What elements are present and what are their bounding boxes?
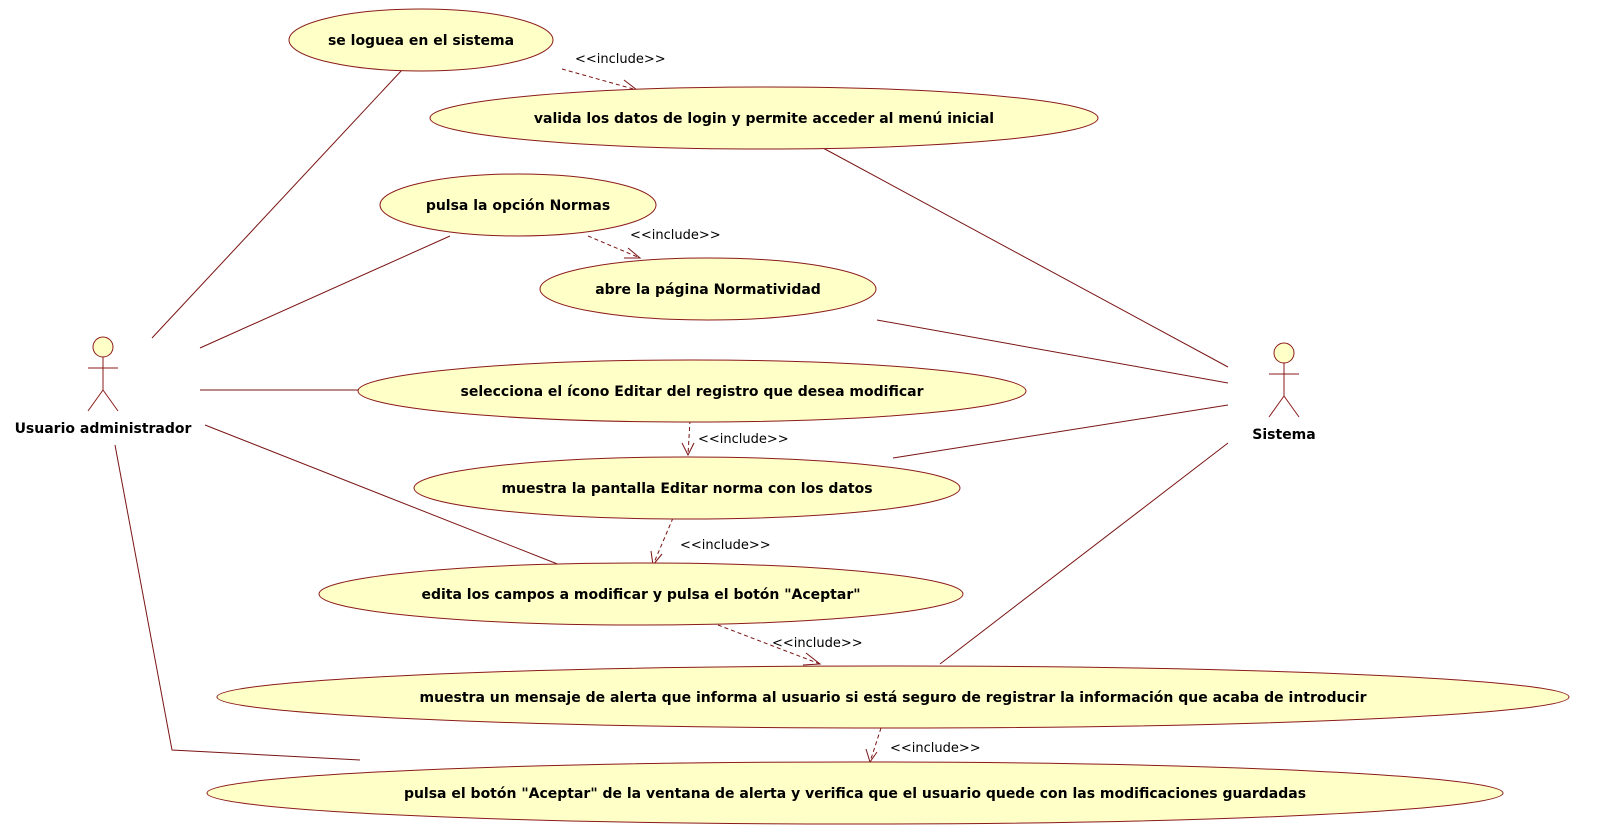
include-arrow-6 xyxy=(869,727,882,763)
assoc-system-uc2 xyxy=(822,147,1229,368)
include-arrowhead-1 xyxy=(621,79,639,91)
use-case-label: abre la página Normatividad xyxy=(595,282,821,298)
use-case-6[interactable]: muestra la pantalla Editar norma con los… xyxy=(413,456,961,520)
include-arrowhead-6 xyxy=(865,748,878,764)
actor-figure-icon xyxy=(87,336,119,412)
include-arrow-1 xyxy=(561,68,638,91)
assoc-system-uc8 xyxy=(939,442,1229,665)
assoc-system-uc4 xyxy=(876,319,1229,384)
use-case-label: pulsa el botón "Aceptar" de la ventana d… xyxy=(404,786,1306,802)
use-case-label: selecciona el ícono Editar del registro … xyxy=(461,384,924,400)
include-dependencies: <<include>> <<include>> <<include>> <<in… xyxy=(561,52,981,764)
assoc-admin-uc9 xyxy=(114,444,361,761)
include-arrowhead-5 xyxy=(802,652,822,666)
include-label-2: <<include>> xyxy=(630,228,721,243)
use-case-label: edita los campos a modificar y pulsa el … xyxy=(421,587,860,603)
include-arrow-2 xyxy=(587,235,641,259)
use-case-label: muestra un mensaje de alerta que informa… xyxy=(419,690,1366,706)
actor-label: Sistema xyxy=(1252,427,1315,443)
use-case-label: pulsa la opción Normas xyxy=(426,198,610,214)
include-label-5: <<include>> xyxy=(772,636,863,651)
use-case-label: muestra la pantalla Editar norma con los… xyxy=(501,481,872,497)
include-label-1: <<include>> xyxy=(575,52,666,67)
include-arrowhead-2 xyxy=(624,247,642,259)
actor-sistema[interactable]: Sistema xyxy=(1252,342,1316,443)
actor-usuario-administrador[interactable]: Usuario administrador xyxy=(15,336,192,437)
use-case-7[interactable]: edita los campos a modificar y pulsa el … xyxy=(318,562,964,626)
assoc-admin-uc7 xyxy=(204,424,561,566)
use-case-8[interactable]: muestra un mensaje de alerta que informa… xyxy=(216,665,1570,729)
associations xyxy=(114,69,1229,761)
include-label-6: <<include>> xyxy=(890,741,981,756)
include-arrow-4 xyxy=(652,517,674,566)
assoc-system-uc6 xyxy=(892,404,1229,459)
include-label-4: <<include>> xyxy=(680,538,771,553)
use-case-4[interactable]: abre la página Normatividad xyxy=(539,257,877,321)
actor-label: Usuario administrador xyxy=(15,421,192,437)
use-cases: se loguea en el sistema valida los datos… xyxy=(206,8,1570,825)
actor-figure-icon xyxy=(1268,342,1300,418)
use-case-3[interactable]: pulsa la opción Normas xyxy=(379,173,657,237)
include-label-3: <<include>> xyxy=(698,432,789,447)
use-case-2[interactable]: valida los datos de login y permite acce… xyxy=(429,86,1099,150)
include-arrow-5 xyxy=(717,624,821,665)
assoc-admin-uc1 xyxy=(151,69,403,339)
use-case-5[interactable]: selecciona el ícono Editar del registro … xyxy=(357,359,1027,423)
use-case-label: valida los datos de login y permite acce… xyxy=(534,111,994,127)
use-case-1[interactable]: se loguea en el sistema xyxy=(288,8,554,72)
use-case-label: se loguea en el sistema xyxy=(328,33,514,49)
assoc-admin-uc3 xyxy=(199,235,451,349)
include-arrow-3 xyxy=(687,419,691,456)
use-case-9[interactable]: pulsa el botón "Aceptar" de la ventana d… xyxy=(206,761,1504,825)
include-arrowhead-3 xyxy=(681,442,695,457)
